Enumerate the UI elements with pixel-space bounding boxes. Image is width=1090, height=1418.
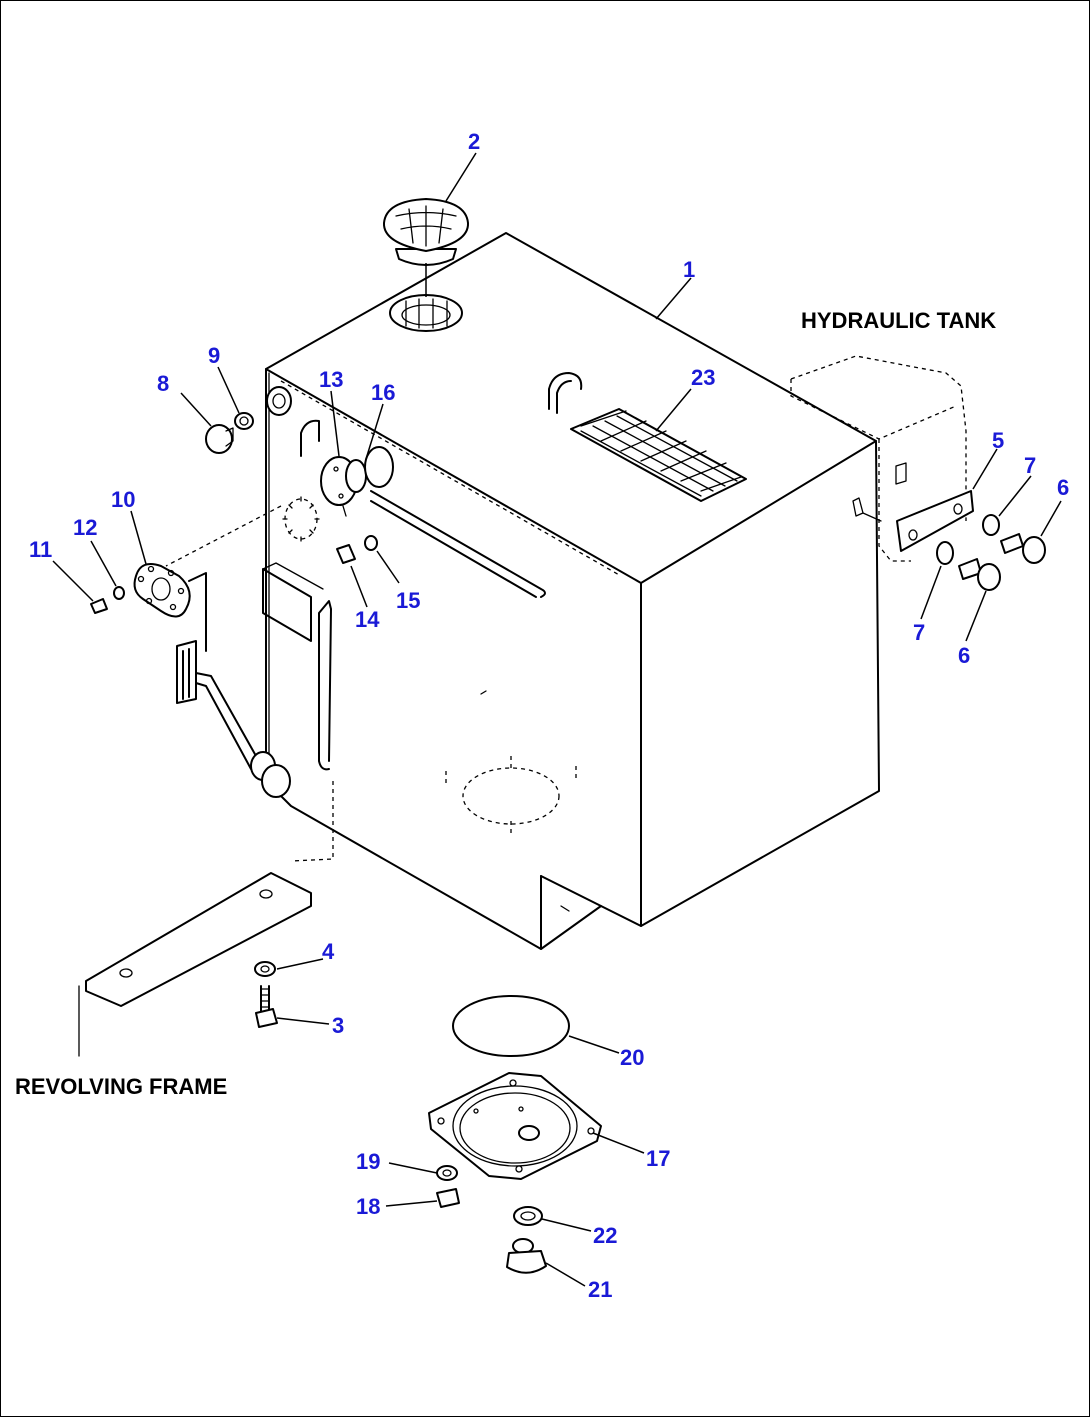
bolt-6b [958,558,1001,591]
callout-19: 19 [356,1149,380,1174]
callout-23: 23 [691,365,715,390]
hydraulic-tank-label: HYDRAULIC TANK [801,308,996,333]
vent-pipe [300,419,320,457]
bracket-5 [852,490,974,552]
callout-7a: 7 [1024,453,1036,478]
side-bracket [262,562,324,642]
leader-lines [52,152,1062,1287]
callout-16: 16 [371,380,395,405]
callout-6b: 6 [958,643,970,668]
callout-13: 13 [319,367,343,392]
fuel-cap [382,198,470,297]
callout-numbers: 1 2 3 4 5 6 6 7 7 8 9 10 11 12 13 14 15 … [29,129,1069,1302]
plug-21-washer-22 [506,1206,547,1274]
callout-21: 21 [588,1277,612,1302]
callout-8: 8 [157,371,169,396]
nut-18-washer-19 [436,1165,460,1208]
washer-7b [936,541,954,565]
callout-18: 18 [356,1194,380,1219]
bolt-3-4 [254,961,278,1028]
revolving-frame-plate [78,872,312,1057]
callout-9: 9 [208,343,220,368]
callout-4: 4 [322,939,335,964]
callout-22: 22 [593,1223,617,1248]
callout-11: 11 [29,537,52,562]
washer-7a [982,514,1000,536]
plug-assembly-8-9 [205,386,292,454]
bolt-11-12 [90,586,125,614]
callout-3: 3 [332,1013,344,1038]
mesh-plate [570,408,747,502]
callout-6a: 6 [1057,475,1069,500]
callout-20: 20 [620,1045,644,1070]
callout-2: 2 [468,129,480,154]
callout-1: 1 [683,257,695,282]
fuel-tank-body [265,232,880,950]
level-gauge-10 [133,563,291,798]
sight-tube [318,600,332,771]
callout-5: 5 [992,428,1004,453]
flange-13-16 [320,446,546,598]
callout-17: 17 [646,1146,670,1171]
gauge-mount [165,496,320,567]
callout-12: 12 [73,515,97,540]
bolt-14-15 [336,535,378,564]
revolving-frame-label: REVOLVING FRAME [15,1074,227,1099]
callout-15: 15 [396,588,420,613]
lifting-hook [548,372,583,414]
callout-14: 14 [355,607,380,632]
callout-10: 10 [111,487,135,512]
bolt-6a [1000,533,1046,564]
callout-7b: 7 [913,620,925,645]
gasket-20 [452,995,570,1057]
filler-neck [389,294,463,332]
cover-plate-17 [428,1072,602,1180]
